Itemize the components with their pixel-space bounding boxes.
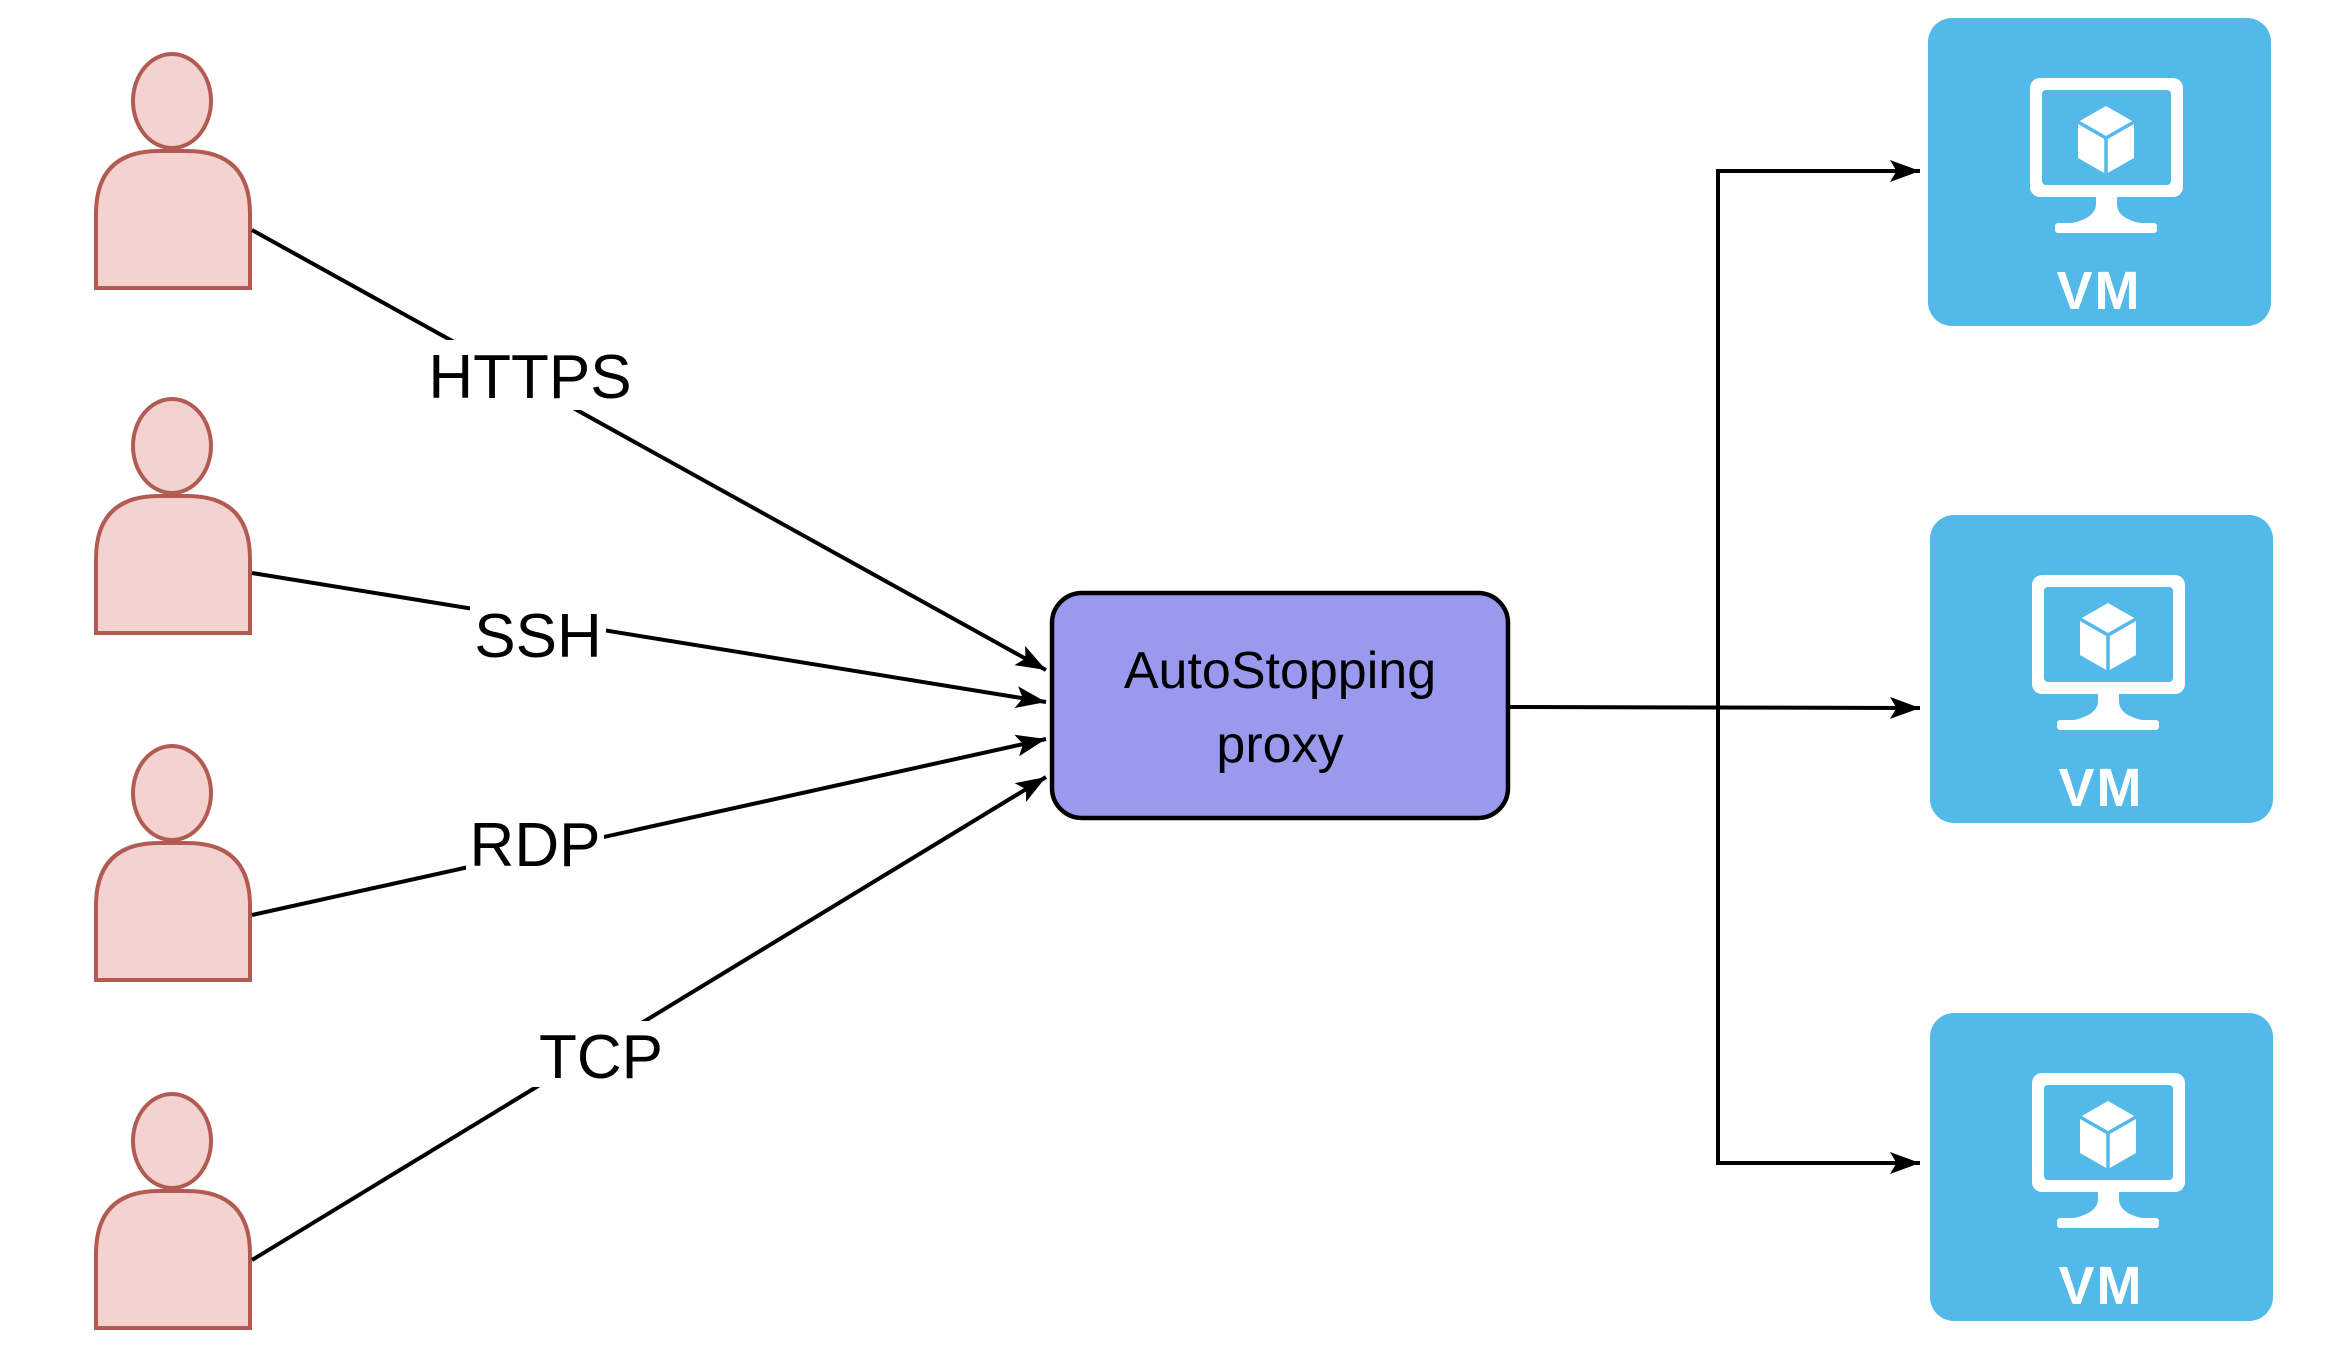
protocol-label-https: HTTPS [428,343,631,412]
vm-monitor-base [2057,720,2159,730]
proxy-label-line1: AutoStopping [1124,642,1436,700]
proxy-label-line2: proxy [1216,716,1343,774]
person-body [94,1189,252,1330]
proxy-to-vm-connections [1507,160,1921,1174]
vm-monitor-icon [2030,78,2183,233]
person-icon [94,1092,252,1330]
vm-monitor-stand [2074,1192,2142,1218]
person-head [131,52,213,150]
protocol-label-ssh: SSH [474,602,601,671]
autostopping-proxy-node: AutoStopping proxy [1049,590,1511,821]
vm-node: VM [1928,18,2271,326]
vm-label: VM [2057,261,2142,321]
protocol-labels: HTTPS SSH RDP TCP [420,340,672,1092]
vm-monitor-icon [2032,575,2185,730]
vm-monitor-base [2057,1218,2159,1228]
person-icon [94,744,252,982]
connection-line-https [251,228,1047,672]
person-head [131,397,213,495]
protocol-label-tcp: TCP [539,1023,663,1092]
vm-label: VM [2059,758,2144,818]
connection-line-proxy-vm3 [1716,708,1920,1174]
connection-line-ssh [251,571,1047,709]
protocol-label-background [530,1021,672,1087]
person-icon [94,397,252,635]
connection-line-proxy-vm2 [1507,696,1921,719]
person-head [131,1092,213,1190]
vm-monitor-base [2055,223,2157,233]
vm-monitor-stand [2074,694,2142,720]
proxy-box [1049,590,1511,821]
person-body [94,841,252,982]
connection-line-rdp [251,734,1047,917]
protocol-label-background [470,601,606,667]
protocol-label-rdp: RDP [470,811,601,880]
person-head [131,744,213,842]
vm-node: VM [1930,515,2273,823]
user-group [94,52,252,1330]
vm-label: VM [2059,1256,2144,1316]
user-to-proxy-connections [250,228,1048,1262]
protocol-label-background [466,809,604,875]
vm-monitor-icon [2032,1073,2185,1228]
connection-line-tcp [250,775,1048,1262]
vm-node: VM [1930,1013,2273,1321]
person-body [94,149,252,290]
connection-line-proxy-vm1 [1716,160,1920,708]
vm-monitor-stand [2072,197,2140,223]
person-icon [94,52,252,290]
person-body [94,494,252,635]
protocol-label-background [420,340,640,410]
